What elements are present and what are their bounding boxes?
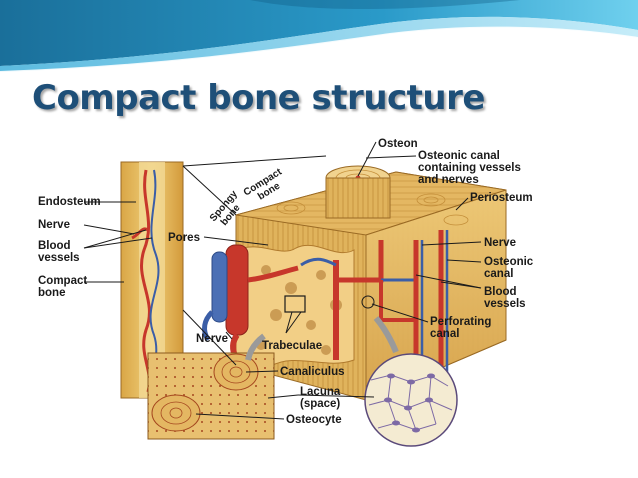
header-wave-banner — [0, 0, 638, 80]
label-perforating-canal-1: Perforating — [430, 316, 491, 328]
label-trabeculae: Trabeculae — [262, 340, 322, 352]
label-nerve-bottom: Nerve — [196, 333, 228, 345]
label-nerve-left: Nerve — [38, 219, 70, 231]
label-osteon: Osteon — [378, 138, 418, 150]
label-lacuna-1: Lacuna — [300, 386, 341, 398]
label-osteonic-canal-2: canal — [484, 268, 513, 280]
label-blood-vessels-left-2: vessels — [38, 252, 80, 264]
slide-title: Compact bone structure — [32, 78, 485, 118]
label-osteonic-canal-vessels-2: containing vessels — [418, 162, 521, 174]
bone-diagram-svg: Osteon Osteonic canal containing vessels… — [36, 130, 552, 448]
label-osteonic-canal-1: Osteonic — [484, 256, 534, 268]
label-compact-bone-left-2: bone — [38, 287, 65, 299]
label-osteonic-canal-vessels-1: Osteonic canal — [418, 150, 500, 162]
label-osteonic-canal-vessels-3: and nerves — [418, 174, 479, 186]
label-perforating-canal-2: canal — [430, 328, 459, 340]
bone-diagram: Osteon Osteonic canal containing vessels… — [36, 130, 552, 448]
trabeculae-closeup — [148, 353, 274, 439]
label-endosteum: Endosteum — [38, 196, 101, 208]
label-canaliculus: Canaliculus — [280, 366, 345, 378]
label-compact-bone-left-1: Compact — [38, 275, 87, 287]
osteocyte-closeup — [365, 354, 457, 446]
label-nerve-right: Nerve — [484, 237, 516, 249]
label-blood-vessels-left-1: Blood — [38, 240, 71, 252]
label-blood-vessels-right-1: Blood — [484, 286, 517, 298]
label-blood-vessels-right-2: vessels — [484, 298, 526, 310]
label-periosteum: Periosteum — [470, 192, 533, 204]
label-osteocyte: Osteocyte — [286, 414, 342, 426]
label-lacuna-2: (space) — [300, 398, 340, 410]
label-pores: Pores — [168, 232, 200, 244]
